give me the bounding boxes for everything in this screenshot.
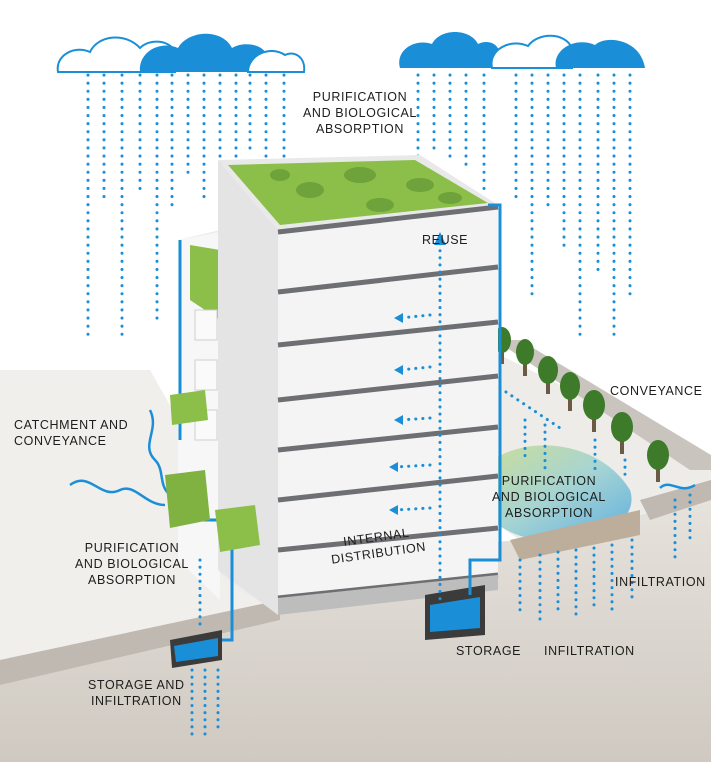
catchment-conveyance-label: CATCHMENT AND CONVEYANCE: [14, 417, 128, 449]
label-line: AND BIOLOGICAL: [303, 106, 417, 120]
label-line: INFILTRATION: [544, 644, 635, 658]
infiltration-arrows: [190, 493, 692, 742]
tree-icon: [560, 372, 580, 411]
label-line: STORAGE: [456, 644, 522, 658]
label-line: INFILTRATION: [90, 694, 182, 708]
tree-icon: [611, 412, 633, 454]
tree-icon: [583, 390, 605, 432]
distribution-arrows: [198, 238, 627, 632]
label-line: ABSORPTION: [88, 573, 176, 587]
storage-infiltration-label: STORAGE AND INFILTRATION: [88, 677, 185, 709]
label-line: INFILTRATION: [615, 575, 706, 589]
label-line: CONVEYANCE: [610, 384, 703, 398]
label-line: ABSORPTION: [316, 122, 404, 136]
storage-tank: [425, 585, 485, 640]
tree-icon: [516, 339, 534, 376]
label-line: PURIFICATION: [501, 474, 597, 488]
catchment-waves: [69, 409, 696, 507]
label-line: AND BIOLOGICAL: [492, 490, 606, 504]
conveyance-label: CONVEYANCE: [610, 383, 703, 399]
arrow-heads: [389, 232, 446, 515]
basin-purification-label: PURIFICATION AND BIOLOGICAL ABSORPTION: [492, 473, 606, 521]
label-line: REUSE: [422, 233, 469, 247]
main-building: [218, 155, 499, 615]
label-line: ABSORPTION: [505, 506, 593, 520]
planters: [165, 390, 260, 552]
tree-icon: [647, 440, 669, 482]
label-line: CATCHMENT AND: [14, 418, 129, 432]
label-line: AND BIOLOGICAL: [75, 557, 189, 571]
roof-purification-label: PURIFICATION AND BIOLOGICAL ABSORPTION: [303, 89, 417, 137]
roof-vegetation: [270, 167, 462, 212]
label-line: STORAGE AND: [88, 678, 185, 692]
infiltration-basin: [477, 445, 640, 560]
cloud-icon: [399, 32, 645, 69]
storage-label: STORAGE: [456, 643, 521, 659]
rain: [86, 73, 632, 337]
tree-icon: [538, 356, 558, 394]
storage-tank-left: [170, 630, 222, 668]
label-line: PURIFICATION: [84, 541, 180, 555]
infiltration-bottom-label: INFILTRATION: [544, 643, 635, 659]
label-line: PURIFICATION: [312, 90, 408, 104]
label-line: CONVEYANCE: [14, 434, 107, 448]
reuse-label: REUSE: [422, 232, 468, 248]
left-purification-label: PURIFICATION AND BIOLOGICAL ABSORPTION: [75, 540, 189, 588]
floor-slabs: [277, 204, 499, 601]
cloud-icon: [56, 33, 306, 73]
infiltration-right-label: INFILTRATION: [615, 574, 706, 590]
